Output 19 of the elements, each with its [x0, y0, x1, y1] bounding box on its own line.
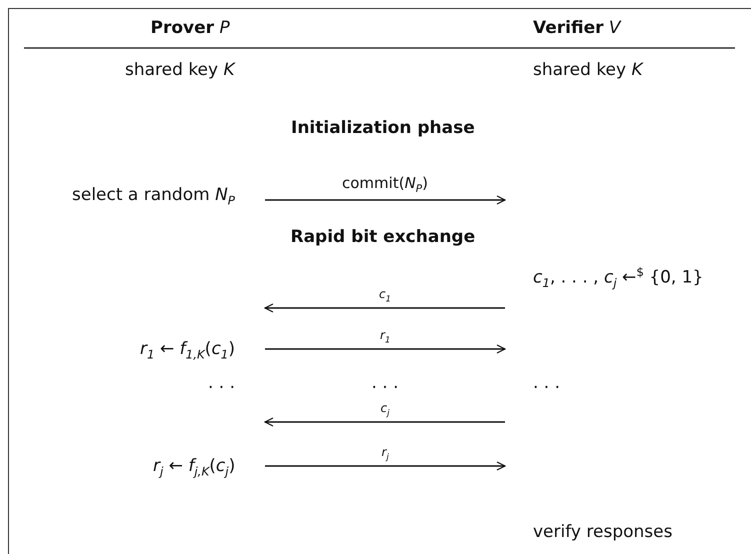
- message-label: c$_{1}$: [379, 288, 391, 304]
- column-heading: Verifier V: [533, 18, 621, 38]
- message-label: c$_{j}$: [380, 402, 390, 418]
- ellipsis: . . .: [208, 373, 236, 394]
- key-text: shared key K: [125, 60, 235, 80]
- formula-text: c$_{1}$, . . . , c$_{j}$ ←$^{$}$ {0, 1}: [533, 264, 704, 290]
- phase-heading: Initialization phase: [291, 118, 475, 138]
- message-label: commit(N$_{P}$): [342, 174, 428, 196]
- formula-text: r$_{1}$ ← f$_{1,K}$(c$_{1}$): [140, 338, 236, 362]
- message-label: r$_{j}$: [382, 446, 389, 462]
- formula-text: r$_{j}$ ← f$_{j,K}$(c$_{j}$): [153, 456, 236, 478]
- column-heading: Prover P: [150, 18, 230, 38]
- ellipsis: . . .: [372, 373, 399, 394]
- step-text: select a random N$_{P}$: [72, 184, 235, 208]
- ellipsis: . . .: [533, 373, 560, 394]
- phase-heading: Rapid bit exchange: [290, 227, 476, 248]
- message-label: r$_{1}$: [380, 329, 390, 345]
- step-text: verify responses: [533, 522, 672, 542]
- key-text: shared key K: [533, 60, 643, 80]
